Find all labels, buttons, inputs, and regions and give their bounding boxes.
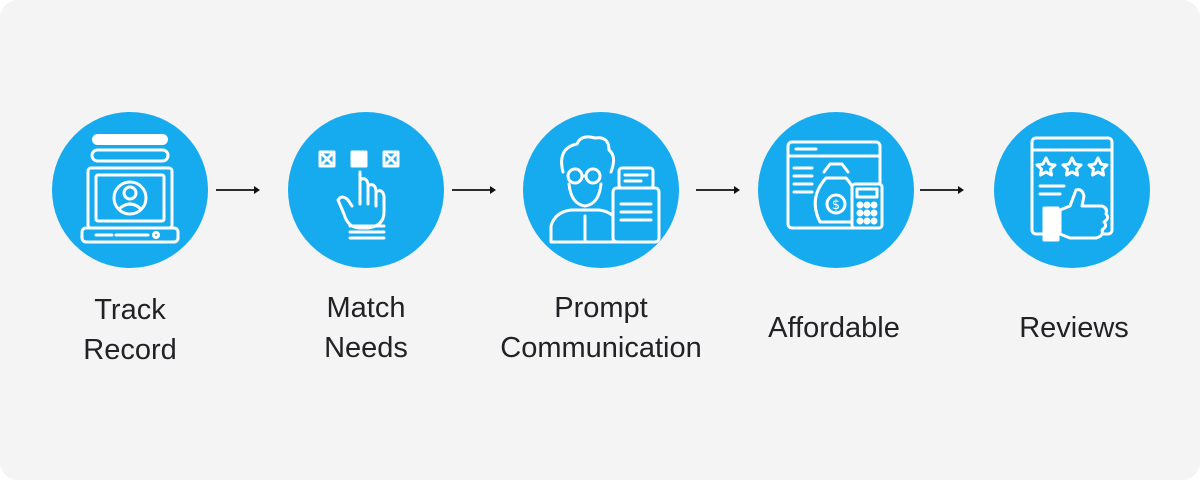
step-4-label-line-1: Affordable <box>768 312 900 344</box>
step-4-circle: $ <box>758 112 914 268</box>
money-bag-calculator-icon: $ <box>786 140 884 230</box>
step-1-label-line-1: Track <box>94 294 166 326</box>
person-chat-icon <box>549 135 661 244</box>
step-1-circle <box>52 112 208 268</box>
step-5-circle <box>994 112 1150 268</box>
step-5-label-line-1: Reviews <box>1019 312 1129 344</box>
hand-select-icon <box>318 150 400 240</box>
arrow-1-icon <box>216 186 260 194</box>
step-2-label-line-1: Match <box>326 292 406 324</box>
step-2-label-line-2: Needs <box>324 332 408 364</box>
step-3-label-line-2: Communication <box>500 332 702 364</box>
arrow-2-icon <box>452 186 496 194</box>
step-1-label: Track Record <box>0 290 260 370</box>
step-2-circle <box>288 112 444 268</box>
arrow-4-icon <box>920 186 964 194</box>
step-3-label-line-1: Prompt <box>554 292 648 324</box>
svg-text:$: $ <box>832 198 840 213</box>
step-3-label: Prompt Communication <box>471 288 731 368</box>
resume-profile-icon <box>80 134 180 244</box>
step-4-label: Affordable <box>704 308 964 348</box>
arrow-3-icon <box>696 186 740 194</box>
step-1-label-line-2: Record <box>83 334 177 366</box>
star-rating-thumbs-up-icon <box>1030 136 1114 242</box>
step-2-label: Match Needs <box>236 288 496 368</box>
step-5-label: Reviews <box>944 308 1200 348</box>
step-3-circle <box>523 112 679 268</box>
